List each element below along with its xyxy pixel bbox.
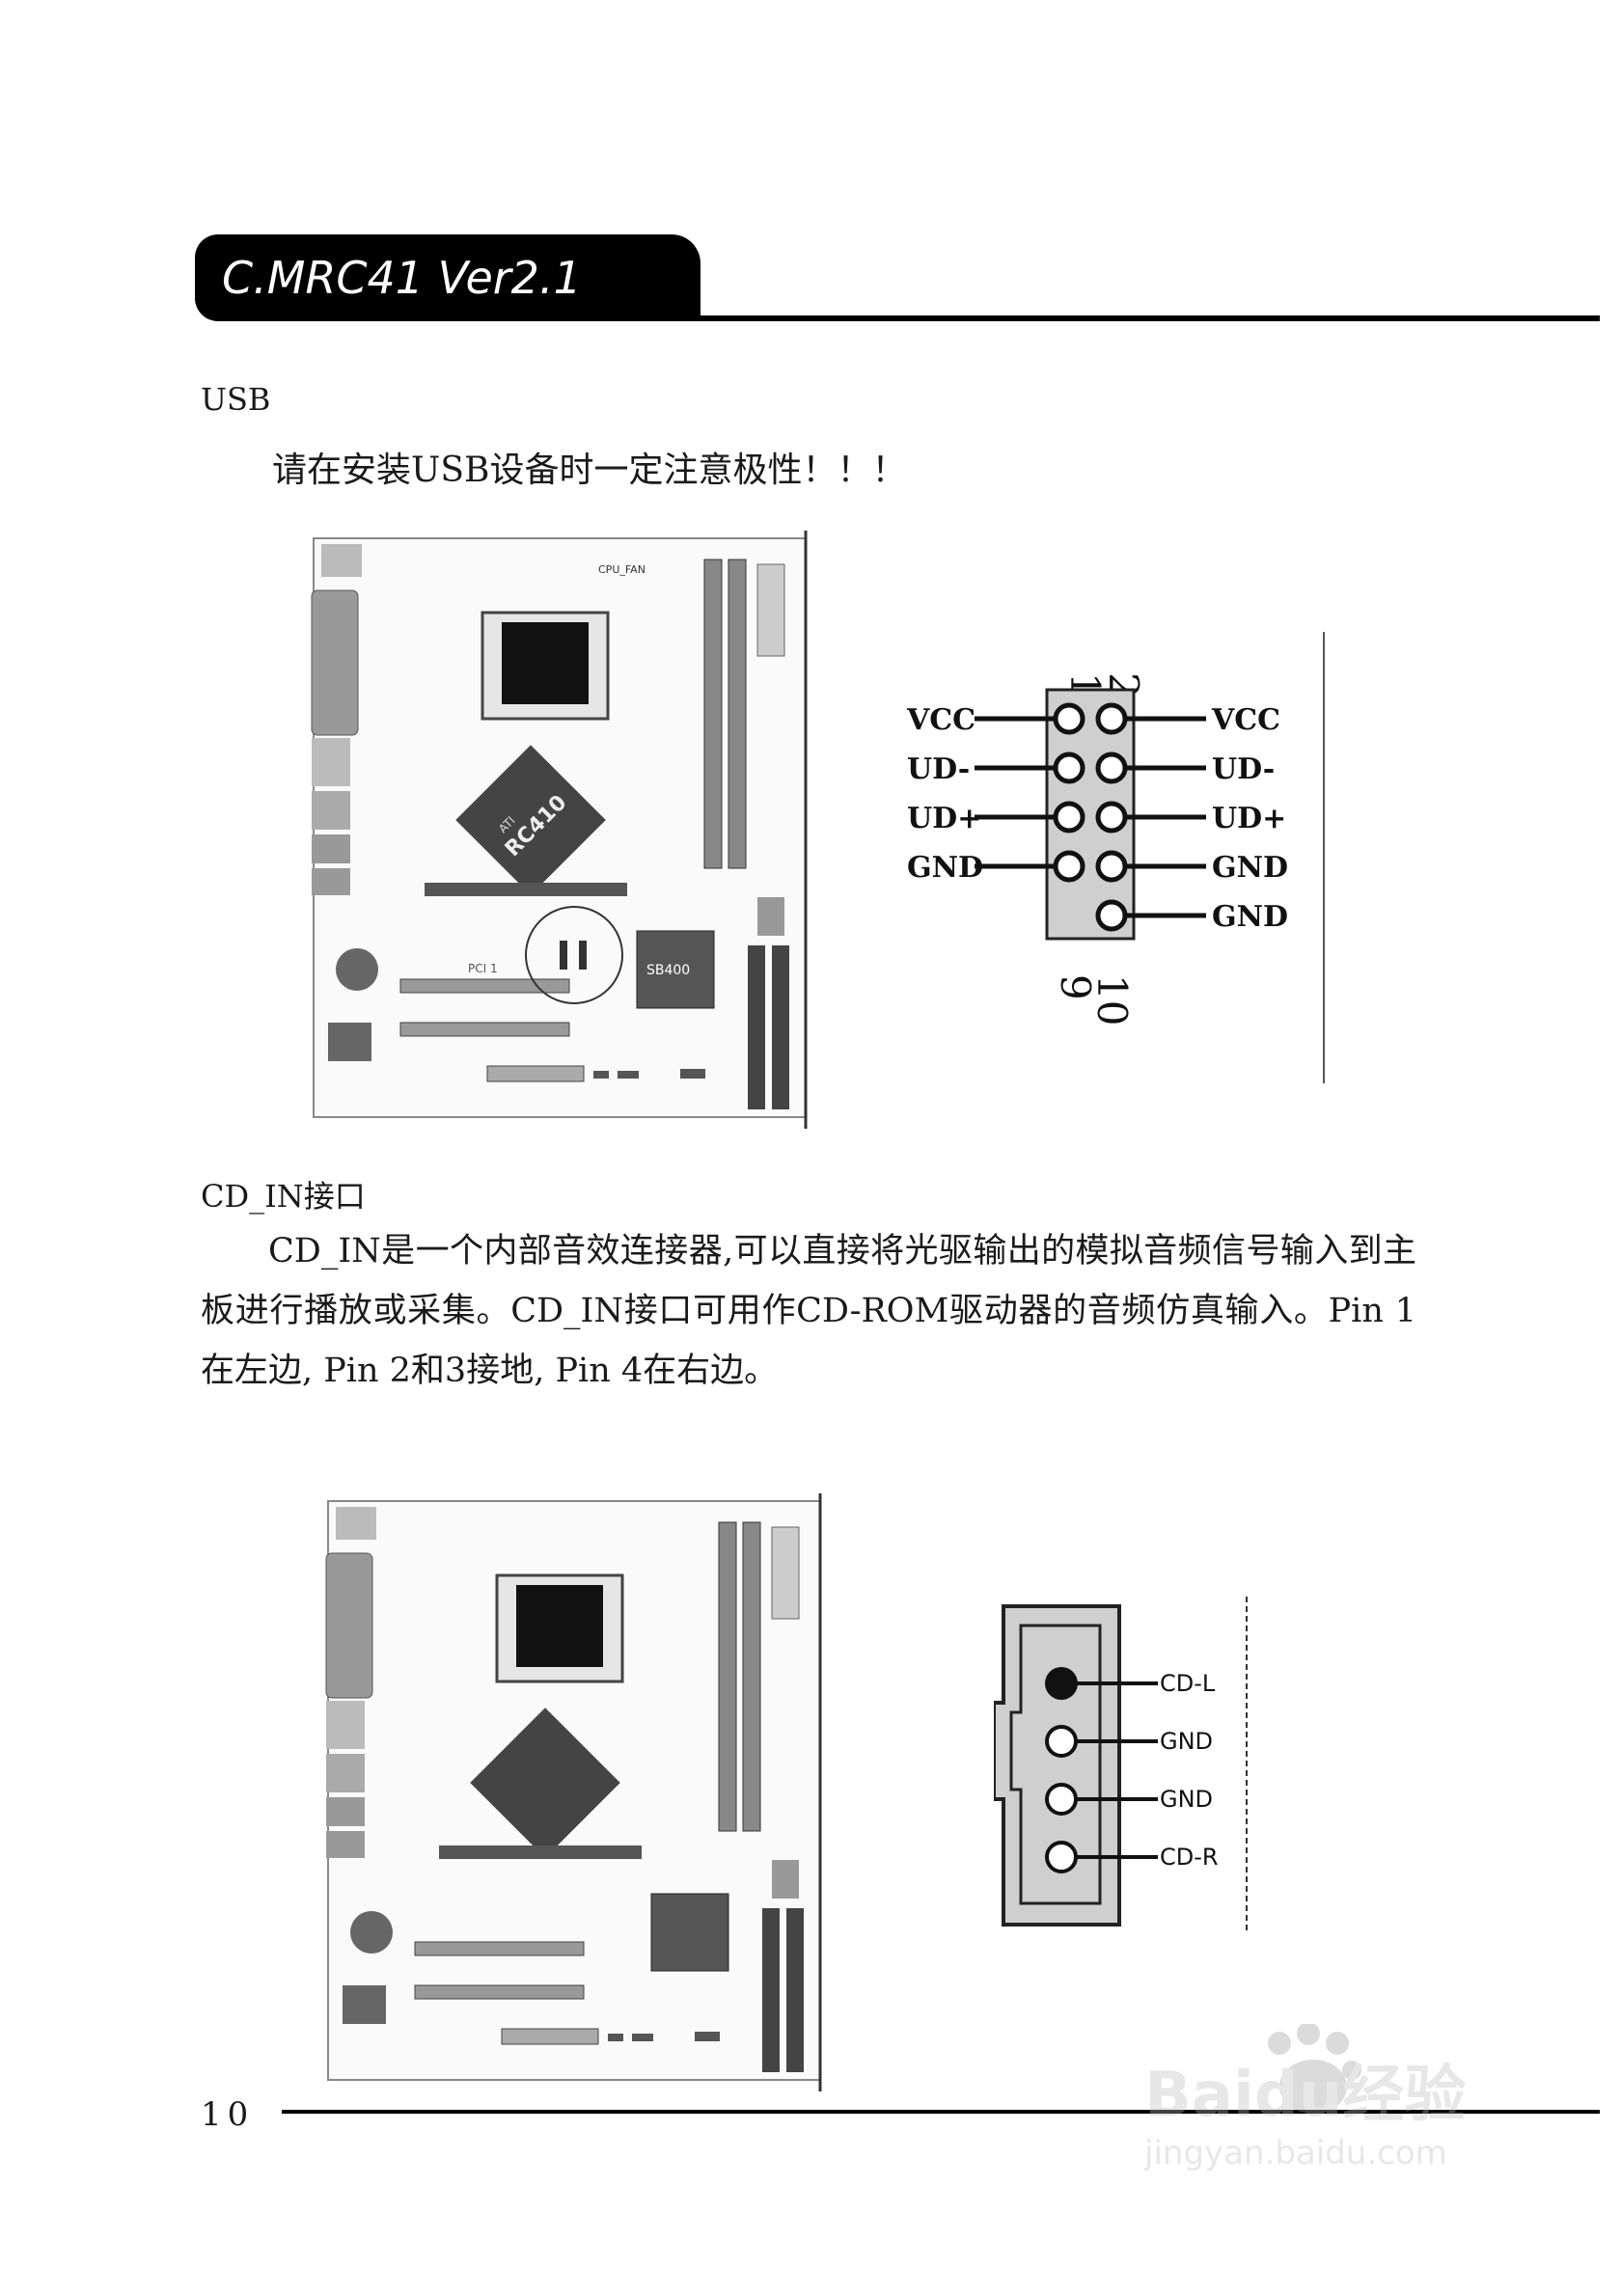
cd-in-description: CD_IN是一个内部音效连接器,可以直接将光驱输出的模拟音频信号输入到主板进行播… (201, 1221, 1416, 1401)
usb-right-pin-8: GND (1212, 851, 1288, 885)
southbridge-label: SB400 (646, 963, 690, 978)
usb-heading: USB (201, 381, 271, 418)
usb-left-pin-1: VCC (907, 703, 975, 737)
cd-in-connector-diagram: CD-L GND GND CD-R (994, 1597, 1248, 1934)
cd-in-pin-3-label: GND (1160, 1786, 1213, 1813)
usb-right-pin-4: UD- (1212, 752, 1275, 786)
cd-in-pin-4-label: CD-R (1160, 1844, 1219, 1871)
usb-left-pin-3: UD- (907, 752, 970, 786)
cpu-fan-label: CPU_FAN (598, 563, 646, 576)
usb-right-pin-6: UD+ (1212, 802, 1286, 835)
pin-number-9: 9 (1052, 974, 1099, 1000)
header-tab (195, 234, 701, 321)
usb-right-pin-2: VCC (1211, 703, 1280, 737)
usb-note: 请在安装USB设备时一定注意极性！！！ (272, 451, 907, 490)
watermark-url: jingyan.baidu.com (1143, 2134, 1447, 2173)
baidu-jingyan-watermark: Baidu经验 jingyan.baidu.com (1143, 2024, 1466, 2173)
motherboard-layout-figure-2 (318, 1493, 830, 2091)
pci-slot-label: PCI 1 (468, 962, 498, 975)
page-number: 10 (201, 2095, 255, 2134)
cd-in-pin-1-label: CD-L (1160, 1670, 1216, 1697)
usb-left-pin-5: UD+ (907, 802, 981, 835)
watermark-brand: Baidu经验 (1144, 2060, 1466, 2131)
header-rule (666, 315, 1600, 321)
motherboard-layout-figure: CPU_FAN ATI RC410 SB400 PCI 1 (304, 531, 815, 1129)
cd-in-paragraph: CD_IN是一个内部音效连接器,可以直接将光驱输出的模拟音频信号输入到主板进行播… (201, 1232, 1416, 1390)
usb-left-pin-7: GND (907, 851, 983, 885)
pin-number-10: 10 (1088, 974, 1136, 1025)
footer-rule (282, 2110, 1600, 2114)
usb-right-pin-10: GND (1212, 900, 1288, 934)
cd-in-pin-2-label: GND (1160, 1728, 1213, 1755)
manual-model-title: C.MRC41 Ver2.1 (222, 252, 582, 304)
cd-in-heading: CD_IN接口 (201, 1178, 366, 1215)
usb-header-pin-diagram: 1 2 9 10 VCC UD- UD+ GND VCC UD- UD+ GND… (907, 632, 1325, 1083)
